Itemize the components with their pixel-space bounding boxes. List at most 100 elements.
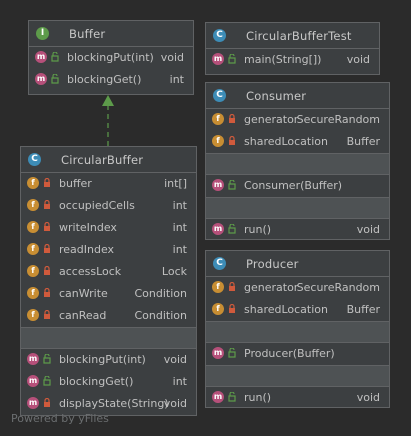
node-header: I Buffer	[29, 21, 193, 47]
private-lock-icon	[44, 266, 50, 275]
node-header: C CircularBufferTest	[206, 23, 379, 49]
field-row[interactable]: f generator SecureRandom	[206, 277, 389, 299]
method-icon: m	[35, 51, 47, 63]
method-row[interactable]: m displayState(String) void	[21, 393, 196, 415]
method-icon: m	[212, 223, 224, 235]
node-title: CircularBufferTest	[246, 29, 352, 43]
method-name: run()	[244, 391, 272, 404]
method-icon: m	[27, 353, 39, 365]
field-icon: f	[212, 281, 224, 293]
method-row[interactable]: m blockingPut(int) void	[21, 349, 196, 371]
methods-section: m blockingPut(int) void m blockingGet() …	[21, 349, 196, 415]
method-type: void	[163, 353, 187, 366]
method-icon: m	[27, 397, 39, 409]
consumer-node[interactable]: C Consumer f generator SecureRandom f sh…	[205, 82, 390, 240]
private-lock-icon	[44, 178, 50, 187]
methods-section: m main(String[]) void	[206, 49, 379, 71]
field-icon: f	[27, 265, 39, 277]
field-icon: f	[27, 309, 39, 321]
buffer-interface-node[interactable]: I Buffer m blockingPut(int) void m block…	[28, 20, 194, 95]
method-icon: m	[212, 53, 224, 65]
fields-section: f generator SecureRandom f sharedLocatio…	[206, 109, 389, 154]
method-icon: m	[35, 73, 47, 85]
public-visibility-icon	[228, 54, 236, 64]
field-name: buffer	[59, 177, 92, 190]
field-name: sharedLocation	[244, 135, 328, 148]
method-type: int	[172, 375, 187, 388]
method-name: main(String[])	[244, 53, 322, 66]
method-row[interactable]: m main(String[]) void	[206, 49, 379, 71]
public-visibility-icon	[51, 74, 59, 84]
private-lock-icon	[44, 398, 50, 407]
public-visibility-icon	[228, 392, 236, 402]
private-lock-icon	[229, 114, 235, 123]
method-name: blockingPut(int)	[59, 353, 146, 366]
method-row[interactable]: m blockingPut(int) void	[29, 47, 193, 69]
field-row[interactable]: f canRead Condition	[21, 305, 196, 327]
class-icon: C	[213, 89, 226, 102]
node-header: C Consumer	[206, 83, 389, 109]
empty-section	[206, 322, 389, 343]
method-type: void	[160, 51, 184, 64]
field-type: Lock	[161, 265, 187, 278]
circular-buffer-test-node[interactable]: C CircularBufferTest m main(String[]) vo…	[205, 22, 380, 75]
field-row[interactable]: f readIndex int	[21, 239, 196, 261]
field-name: writeIndex	[59, 221, 117, 234]
field-row[interactable]: f occupiedCells int	[21, 195, 196, 217]
field-row[interactable]: f generator SecureRandom	[206, 109, 389, 131]
method-name: displayState(String)	[59, 397, 169, 410]
method-type: void	[356, 391, 380, 404]
method-icon: m	[27, 375, 39, 387]
field-icon: f	[27, 177, 39, 189]
empty-section	[21, 328, 196, 349]
method-row[interactable]: m blockingGet() int	[29, 69, 193, 91]
field-row[interactable]: f canWrite Condition	[21, 283, 196, 305]
public-visibility-icon	[228, 348, 236, 358]
methods-section: m blockingPut(int) void m blockingGet() …	[29, 47, 193, 91]
public-visibility-icon	[43, 354, 51, 364]
field-name: generator	[244, 113, 299, 126]
private-lock-icon	[44, 288, 50, 297]
method-row[interactable]: m run() void	[206, 219, 389, 241]
field-row[interactable]: f buffer int[]	[21, 173, 196, 195]
field-row[interactable]: f sharedLocation Buffer	[206, 299, 389, 321]
private-lock-icon	[229, 136, 235, 145]
node-title: CircularBuffer	[61, 153, 144, 167]
private-lock-icon	[44, 200, 50, 209]
methods-section: m run() void	[206, 219, 389, 241]
field-name: generator	[244, 281, 299, 294]
field-name: canWrite	[59, 287, 108, 300]
constructor-row[interactable]: m Consumer(Buffer)	[206, 175, 389, 197]
realization-arrowhead	[102, 95, 114, 106]
field-icon: f	[212, 135, 224, 147]
field-type: int	[172, 243, 187, 256]
constructor-name: Consumer(Buffer)	[244, 179, 343, 192]
field-row[interactable]: f writeIndex int	[21, 217, 196, 239]
field-name: readIndex	[59, 243, 115, 256]
producer-node[interactable]: C Producer f generator SecureRandom f sh…	[205, 250, 390, 408]
private-lock-icon	[44, 310, 50, 319]
method-row[interactable]: m run() void	[206, 387, 389, 409]
empty-section	[206, 154, 389, 175]
constructors-section: m Consumer(Buffer)	[206, 175, 389, 198]
empty-section	[206, 366, 389, 387]
method-icon: m	[212, 347, 224, 359]
field-icon: f	[212, 113, 224, 125]
method-type: void	[356, 223, 380, 236]
method-type: void	[346, 53, 370, 66]
constructor-row[interactable]: m Producer(Buffer)	[206, 343, 389, 365]
interface-icon: I	[36, 27, 49, 40]
field-type: SecureRandom	[296, 113, 380, 126]
method-name: blockingGet()	[67, 73, 142, 86]
method-row[interactable]: m blockingGet() int	[21, 371, 196, 393]
field-type: Buffer	[346, 303, 380, 316]
class-icon: C	[213, 29, 226, 42]
field-row[interactable]: f accessLock Lock	[21, 261, 196, 283]
field-icon: f	[27, 221, 39, 233]
field-name: sharedLocation	[244, 303, 328, 316]
node-header: C Producer	[206, 251, 389, 277]
field-row[interactable]: f sharedLocation Buffer	[206, 131, 389, 153]
circular-buffer-node[interactable]: C CircularBuffer f buffer int[] f occupi…	[20, 146, 197, 416]
node-title: Buffer	[69, 27, 106, 41]
